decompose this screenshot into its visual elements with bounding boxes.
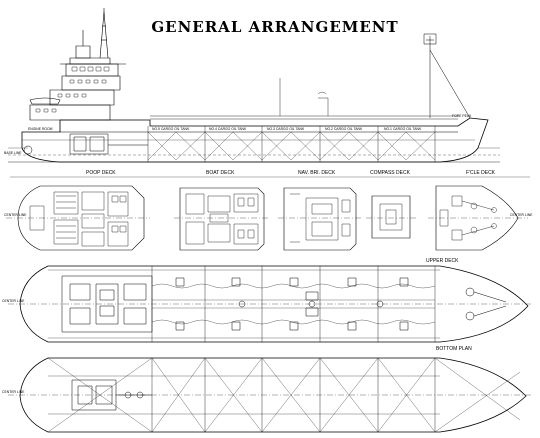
- boat-deck-plan: [174, 188, 270, 250]
- fore-peak-label: FORE PEAK: [452, 114, 472, 118]
- centerline-label-upper: CENTER LINE: [2, 299, 25, 303]
- foremast: [424, 34, 470, 118]
- boat-deck-label: BOAT DECK: [206, 170, 235, 176]
- bottom-plan-label: BOTTOM PLAN: [436, 346, 472, 352]
- profile-hull: [22, 118, 488, 162]
- profile-bulkheads: [148, 126, 435, 162]
- nav-bri-deck-label: NAV. BRI. DECK: [298, 170, 336, 176]
- drawing-title: GENERAL ARRANGEMENT: [151, 18, 399, 36]
- centerline-label-bottom: CENTER LINE: [2, 390, 25, 394]
- engine-room-label: ENGINE ROOM: [28, 127, 53, 131]
- superstructure: [30, 8, 126, 120]
- bottom-plan: [8, 358, 532, 432]
- base-line-label: BASE LINE: [4, 151, 22, 155]
- compass-deck-plan: [366, 196, 416, 238]
- poop-deck-plan: [6, 186, 150, 250]
- profile-view: [8, 8, 500, 162]
- cargo-tank-label-1: NO.1 CARGO OIL TANK: [384, 127, 422, 131]
- upper-deck-plan: [8, 266, 532, 342]
- fcle-deck-plan: [428, 186, 528, 250]
- fcle-deck-label: F'CLE DECK: [466, 170, 496, 176]
- poop-deck-label: POOP DECK: [86, 170, 116, 176]
- cargo-tank-label-5: NO.5 CARGO OIL TANK: [152, 127, 190, 131]
- cargo-tank-label-2: NO.2 CARGO OIL TANK: [325, 127, 363, 131]
- nav-bridge-deck-plan: [278, 188, 362, 250]
- engine-machinery: [24, 134, 148, 154]
- centerline-label-poop: CENTER LINE: [4, 213, 27, 217]
- upper-deck-label: UPPER DECK: [426, 258, 459, 264]
- deck-piping: [150, 78, 458, 119]
- cargo-tank-label-4: NO.4 CARGO OIL TANK: [209, 127, 247, 131]
- compass-deck-label: COMPASS DECK: [370, 170, 410, 176]
- cargo-tank-label-3: NO.3 CARGO OIL TANK: [267, 127, 305, 131]
- centerline-label-fcle: CENTER LINE: [510, 213, 533, 217]
